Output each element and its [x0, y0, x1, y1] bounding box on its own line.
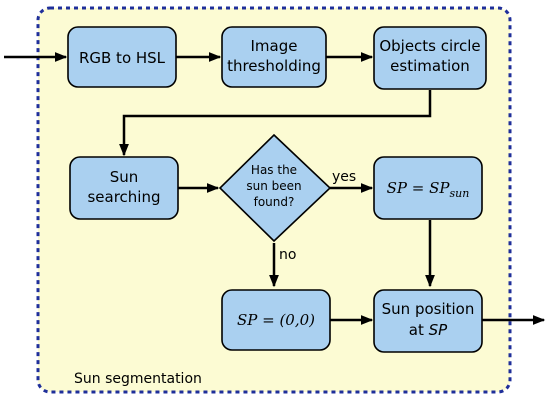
edge-objects-to-sun-searching [119, 90, 432, 157]
node-sun-searching: Sun searching [69, 156, 179, 220]
node-sp-equals-zero: SP = (0,0) [221, 289, 331, 351]
sun-position-line1: Sun position [382, 300, 475, 318]
node-objects-circle-estimation: Objects circle estimation [373, 26, 487, 90]
decision-line2: sun been [246, 179, 301, 193]
node-sp-equals-sp-sun: SP = SPsun [373, 156, 483, 220]
sun-searching-line1: Sun [110, 168, 139, 186]
image-thresholding-line1: Image [251, 37, 298, 55]
sp-zero-formula: SP = (0,0) [237, 311, 315, 329]
objects-circle-line2: estimation [390, 57, 470, 75]
node-rgb-to-hsl: RGB to HSL [67, 26, 177, 88]
sun-position-line2: at SP [409, 321, 448, 339]
objects-circle-line1: Objects circle [379, 37, 480, 55]
sun-searching-line2: searching [87, 188, 160, 206]
image-thresholding-line2: thresholding [227, 57, 321, 75]
container-label: Sun segmentation [74, 371, 202, 387]
sp-sun-formula: SP = SPsun [387, 179, 470, 200]
rgb-to-hsl-label: RGB to HSL [79, 49, 166, 67]
decision-line1: Has the [251, 163, 297, 177]
node-image-thresholding: Image thresholding [221, 26, 327, 88]
decision-line3: found? [254, 195, 295, 209]
node-sun-position: Sun position at SP [373, 289, 483, 353]
no-label: no [279, 247, 296, 263]
node-decision: Has the sun been found? [218, 133, 332, 243]
yes-label: yes [332, 169, 356, 185]
